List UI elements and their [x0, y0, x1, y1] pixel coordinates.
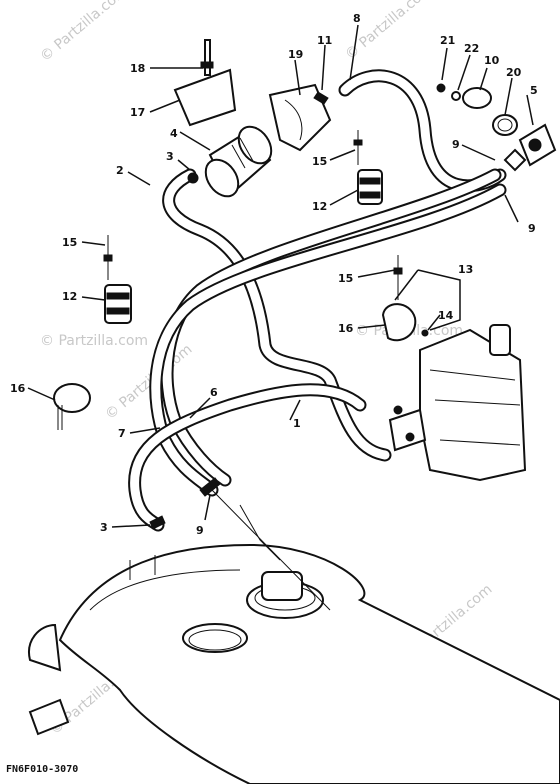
callout-19: 19	[288, 48, 303, 61]
callout-15: 15	[338, 272, 353, 285]
callout-16: 16	[10, 382, 26, 395]
carburetor	[388, 324, 527, 482]
watermark-text: © Partzilla.com	[40, 333, 148, 349]
callout-9: 9	[452, 138, 460, 151]
callout-13: 13	[458, 263, 473, 276]
callout-1: 1	[293, 417, 301, 430]
callout-11: 11	[317, 34, 332, 47]
callout-6: 6	[210, 386, 218, 399]
callout-16: 16	[338, 322, 354, 335]
fuel-filter	[187, 125, 273, 198]
callout-9: 9	[196, 524, 204, 537]
bracket-assembly	[173, 39, 237, 127]
watermark-text: © Partzilla.com	[342, 0, 435, 63]
callout-12: 12	[312, 200, 327, 213]
drawing-code: FN6F010-3070	[6, 764, 78, 775]
fuel-hoses	[128, 69, 507, 532]
callout-15: 15	[62, 236, 77, 249]
callout-8: 8	[353, 12, 361, 25]
callout-14: 14	[438, 309, 454, 322]
callout-21: 21	[440, 34, 455, 47]
watermark-text: © Partzilla.com	[102, 341, 195, 423]
callout-22: 22	[464, 42, 479, 55]
callout-2: 2	[116, 164, 124, 177]
watermark-text: © Partzilla.com	[37, 0, 130, 65]
callout-3: 3	[166, 150, 174, 163]
tank-fittings	[149, 477, 331, 611]
hose-clamp-upper	[353, 130, 383, 205]
fuel-cock-assembly	[436, 83, 557, 172]
callout-3: 3	[100, 521, 108, 534]
callout-7: 7	[118, 427, 126, 440]
callout-18: 18	[130, 62, 145, 75]
hose-clamp-16-left	[53, 383, 91, 430]
callout-9: 9	[528, 222, 536, 235]
leader-lines	[27, 24, 534, 528]
callout-4: 4	[170, 127, 178, 140]
callout-labels: 18 17 4 3 2 19 11 8 21 22 10 20 5 9 9 15…	[10, 12, 538, 537]
fuel-tank	[28, 543, 560, 784]
callout-17: 17	[130, 106, 145, 119]
callout-20: 20	[506, 66, 522, 79]
callout-5: 5	[530, 84, 538, 97]
callout-10: 10	[484, 54, 500, 67]
hose-clamp-13	[381, 255, 429, 342]
filter-holder	[268, 83, 332, 152]
callout-15: 15	[312, 155, 327, 168]
callout-12: 12	[62, 290, 77, 303]
hose-clamp-left	[103, 235, 132, 324]
